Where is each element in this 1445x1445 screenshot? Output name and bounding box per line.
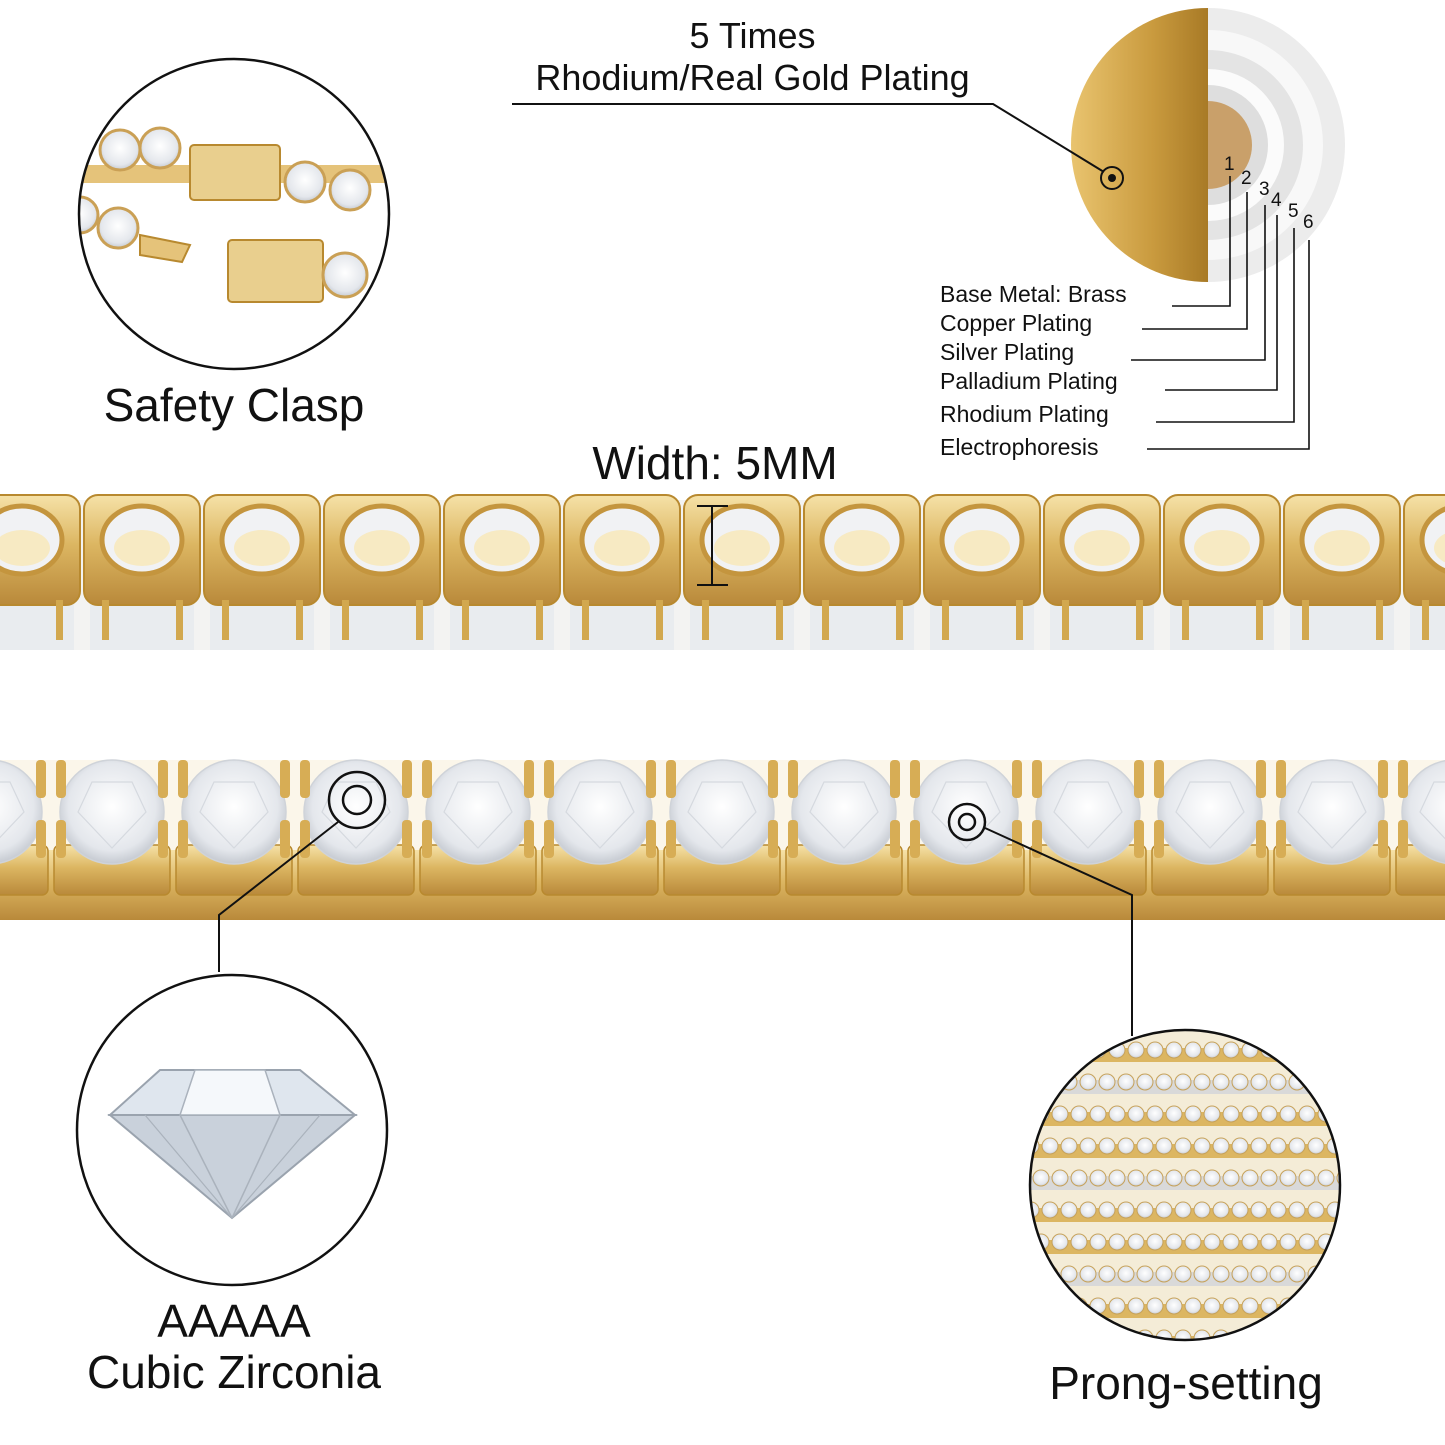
plating-title: 5 Times Rhodium/Real Gold Plating bbox=[512, 16, 993, 97]
layer-rhodium: Rhodium Plating bbox=[940, 401, 1109, 427]
bracelet-link bbox=[663, 759, 781, 896]
layer-number-2: 2 bbox=[1241, 168, 1252, 189]
plating-title-line1: 5 Times bbox=[689, 15, 816, 56]
bracelet-link bbox=[1043, 494, 1161, 650]
bracelet-link bbox=[0, 760, 49, 896]
bracelet-link bbox=[1283, 494, 1401, 650]
bracelet-link bbox=[203, 494, 321, 650]
bracelet-link bbox=[0, 494, 81, 650]
plating-title-line2: Rhodium/Real Gold Plating bbox=[535, 56, 970, 98]
bracelet-link bbox=[785, 759, 903, 896]
layer-number-4: 4 bbox=[1271, 190, 1282, 211]
bracelet-link bbox=[53, 759, 171, 896]
bracelet-link bbox=[175, 759, 293, 896]
bracelet-link bbox=[83, 494, 201, 650]
layer-number-5: 5 bbox=[1288, 201, 1299, 222]
bracelet-front-view bbox=[0, 759, 1445, 1036]
bracelet-link bbox=[907, 759, 1025, 896]
bracelet-link bbox=[419, 759, 537, 896]
layer-number-3: 3 bbox=[1259, 179, 1270, 200]
bracelet-link bbox=[803, 494, 921, 650]
bracelet-link bbox=[1403, 494, 1445, 650]
layer-number-6: 6 bbox=[1303, 212, 1314, 233]
bracelet-link bbox=[1395, 760, 1445, 896]
safety-clasp-image bbox=[77, 57, 391, 371]
cubic-zirconia-label: AAAAA Cubic Zirconia bbox=[44, 1296, 424, 1397]
cubic-zirconia-label-line1: AAAAA bbox=[157, 1295, 311, 1347]
layer-copper: Copper Plating bbox=[940, 310, 1093, 336]
layer-silver: Silver Plating bbox=[940, 339, 1075, 365]
chain-row bbox=[1030, 1169, 1340, 1190]
bracelet-link bbox=[323, 494, 441, 650]
bracelet-link bbox=[443, 494, 561, 650]
plating-cross-section bbox=[512, 8, 1345, 450]
bracelet-link bbox=[1151, 759, 1269, 896]
bracelet-link bbox=[563, 494, 681, 650]
bracelet-link bbox=[541, 759, 659, 896]
layer-number-1: 1 bbox=[1224, 154, 1235, 175]
prong-setting-image bbox=[1028, 1028, 1342, 1342]
bracelet-link bbox=[1163, 494, 1281, 650]
bracelet-link bbox=[1273, 759, 1391, 896]
bracelet-link bbox=[683, 494, 801, 650]
cubic-zirconia-image bbox=[75, 973, 389, 1287]
bracelet-link bbox=[923, 494, 1041, 650]
bracelet-back-view bbox=[0, 494, 1445, 650]
width-label: Width: 5MM bbox=[592, 437, 838, 489]
layer-base-metal: Base Metal: Brass bbox=[940, 281, 1127, 307]
cubic-zirconia-label-line2: Cubic Zirconia bbox=[87, 1345, 381, 1398]
layer-palladium: Palladium Plating bbox=[940, 368, 1118, 394]
bracelet-link bbox=[1029, 759, 1147, 896]
layer-electrophoresis: Electrophoresis bbox=[940, 434, 1099, 460]
prong-setting-label: Prong-setting bbox=[1049, 1357, 1323, 1409]
safety-clasp-label: Safety Clasp bbox=[103, 379, 365, 431]
